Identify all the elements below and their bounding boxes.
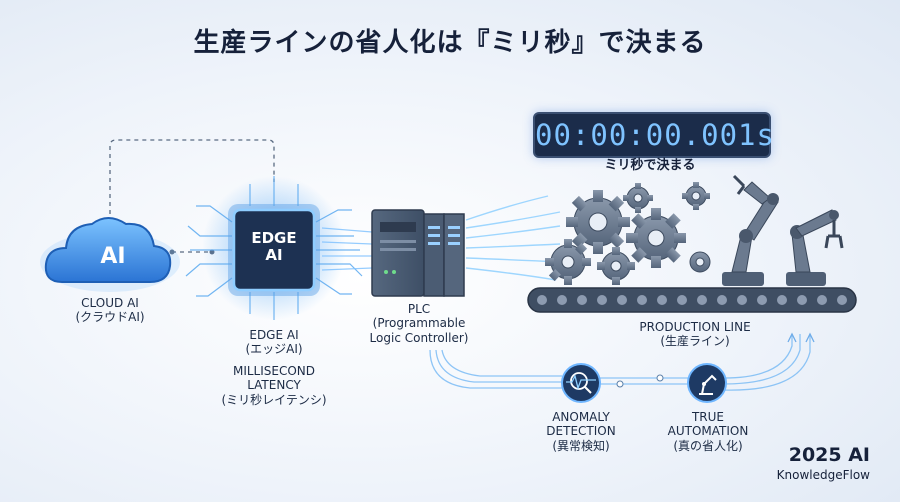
plc-line-3: Logic Controller) <box>369 330 469 345</box>
flow-dot-2 <box>656 374 664 382</box>
gears-icon <box>545 182 711 285</box>
edge-chip-text: EDGE AI <box>234 229 314 265</box>
cloud-ai-label: CLOUD AI (クラウドAI) <box>60 296 160 325</box>
chip-line-1: EDGE <box>251 229 297 247</box>
plc-production-beams <box>465 195 561 281</box>
edge-ai-chip-icon <box>185 176 363 320</box>
chip-plc-beams <box>321 227 373 271</box>
brand-year: 2025 AI <box>788 444 870 466</box>
robot-arm-icon-1 <box>722 174 779 286</box>
latency-label: MILLISECOND LATENCY (ミリ秒レイテンシ) <box>204 364 344 407</box>
automation-line-1: TRUE <box>691 410 725 424</box>
cloud-ai-icon <box>40 217 180 292</box>
plc-line-1: PLC <box>407 302 431 316</box>
conveyor-belt <box>527 287 857 313</box>
automation-line-2: AUTOMATION <box>667 424 749 439</box>
automation-line-3: (真の省人化) <box>673 438 743 453</box>
plc-icon <box>371 209 465 297</box>
plc-line-2: (Programmable <box>372 316 466 331</box>
robot-arm-icon-2 <box>786 209 844 286</box>
anomaly-line-2: DETECTION <box>546 424 616 439</box>
anomaly-line-3: (異常検知) <box>552 438 610 453</box>
edge-ai-label: EDGE AI (エッジAI) <box>214 328 334 357</box>
page-title: 生産ラインの省人化は『ミリ秒』で決まる <box>193 28 707 58</box>
edge-label-en: EDGE AI <box>249 328 299 342</box>
true-automation-label: TRUE AUTOMATION (真の省人化) <box>652 410 764 453</box>
cloud-label-jp: (クラウドAI) <box>75 310 145 325</box>
cloud-icon-text: AI <box>100 244 126 269</box>
production-line-label: PRODUCTION LINE (生産ライン) <box>610 320 780 349</box>
cloud-label-en: CLOUD AI <box>81 296 139 310</box>
edge-label-jp: (エッジAI) <box>245 342 303 357</box>
anomaly-line-1: ANOMALY <box>552 410 610 424</box>
timer-caption: ミリ秒で決まる <box>604 158 696 173</box>
pulse-magnifier-icon <box>561 363 601 403</box>
production-label-en: PRODUCTION LINE <box>639 320 751 334</box>
latency-line-3: (ミリ秒レイテンシ) <box>221 392 327 407</box>
plc-label: PLC (Programmable Logic Controller) <box>356 302 482 345</box>
millisecond-timer: 00:00:00.001s <box>533 112 774 158</box>
flow-dot-1 <box>616 380 624 388</box>
chip-line-2: AI <box>265 246 283 265</box>
latency-line-1: MILLISECOND <box>232 364 316 378</box>
production-label-jp: (生産ライン) <box>660 334 730 349</box>
anomaly-detection-label: ANOMALY DETECTION (異常検知) <box>526 410 636 453</box>
feedback-flow-lines <box>429 332 815 391</box>
brand-name: KnowledgeFlow <box>776 468 870 482</box>
link-dot-left <box>169 249 175 255</box>
robot-arm-icon <box>687 363 727 403</box>
latency-line-2: LATENCY <box>247 378 301 393</box>
